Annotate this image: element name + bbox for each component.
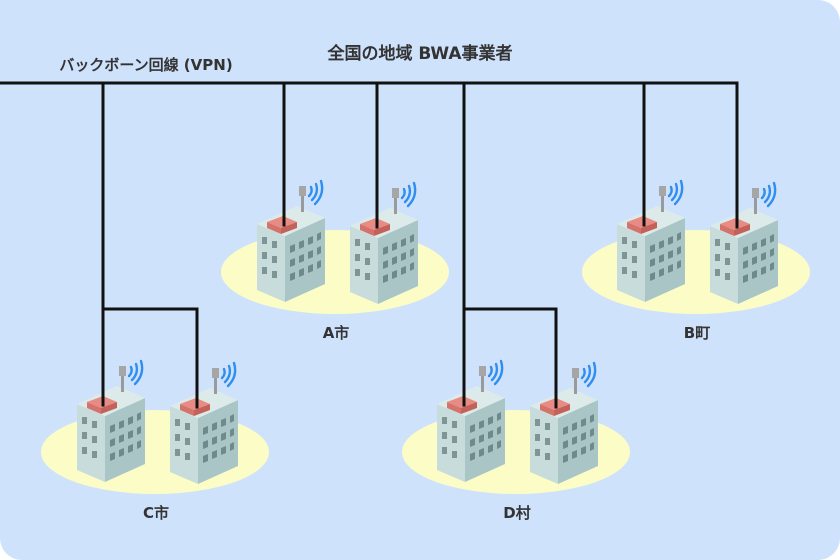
building-d1 bbox=[435, 359, 507, 484]
backbone-label: バックボーン回線 (VPN) bbox=[59, 56, 232, 74]
diagram-title: 全国の地域 BWA事業者 bbox=[326, 43, 512, 64]
building-d2 bbox=[528, 361, 600, 486]
area-label-d: D村 bbox=[503, 504, 530, 522]
link-d2 bbox=[462, 307, 558, 409]
building-b2 bbox=[708, 181, 780, 306]
area-label-a: A市 bbox=[323, 324, 350, 342]
link-c2 bbox=[101, 307, 199, 409]
building-a1 bbox=[255, 179, 327, 304]
building-c2 bbox=[168, 361, 240, 486]
building-c1 bbox=[75, 359, 147, 484]
building-b1 bbox=[615, 179, 687, 304]
area-label-c: C市 bbox=[143, 504, 169, 522]
area-label-b: B町 bbox=[684, 324, 710, 342]
building-a2 bbox=[348, 181, 420, 306]
